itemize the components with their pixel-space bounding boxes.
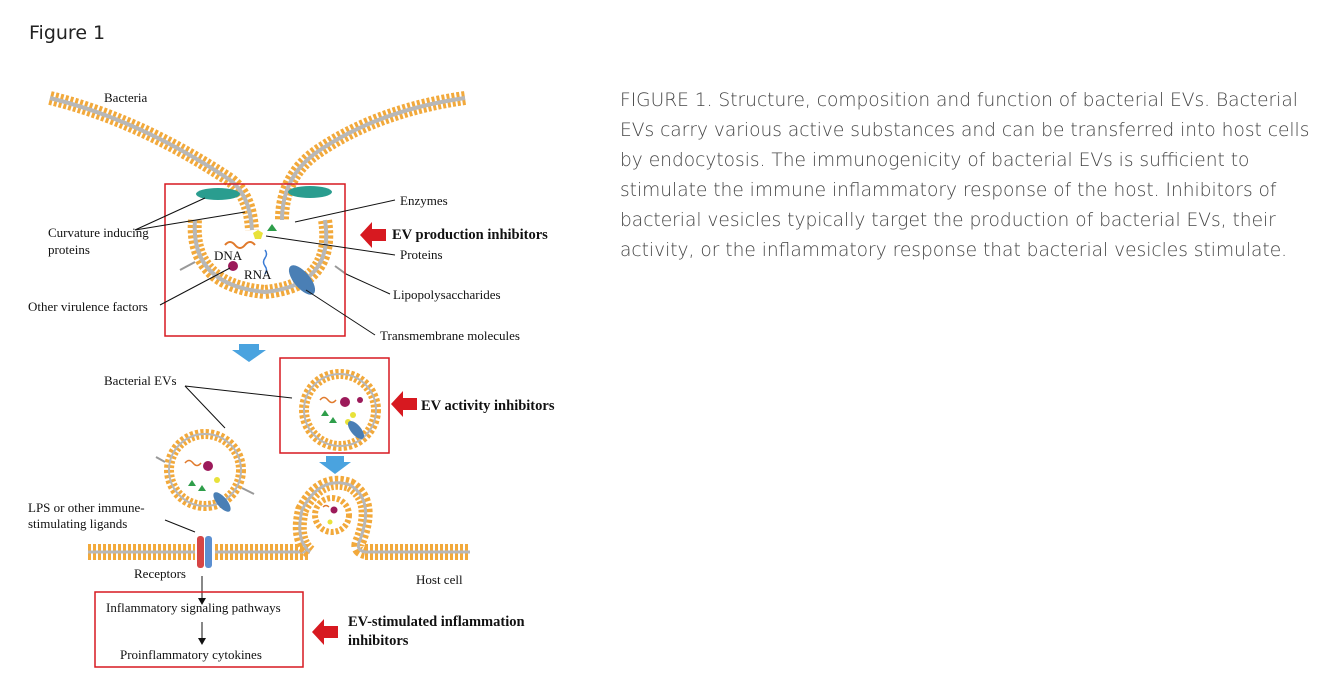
label-receptors: Receptors — [134, 566, 186, 581]
label-proinflammatory-cytokines: Proinflammatory cytokines — [120, 647, 262, 662]
label-lps-1: LPS or other immune- — [28, 500, 145, 515]
label-proteins: Proteins — [400, 247, 443, 262]
label-transmembrane: Transmembrane molecules — [380, 328, 520, 343]
label-curvature-1: Curvature inducing — [48, 225, 149, 240]
label-ev-activity-inhibitors: EV activity inhibitors — [421, 398, 555, 414]
flow-arrow-2 — [319, 456, 351, 474]
label-other-virulence: Other virulence factors — [28, 299, 148, 314]
label-ev-stim-2: inhibitors — [348, 633, 409, 649]
leader-lines-evs — [184, 385, 293, 429]
host-cell-membrane — [88, 475, 470, 560]
curvature-protein-left — [196, 188, 240, 200]
label-bacterial-evs: Bacterial EVs — [104, 373, 177, 388]
flow-arrow-1 — [232, 344, 266, 362]
receptor — [197, 536, 212, 568]
figure-caption: FIGURE 1. Structure, composition and fun… — [620, 90, 1310, 261]
inhibitor-arrow-production — [360, 222, 386, 248]
leader-lines-top — [134, 197, 396, 336]
figure-diagram: Bacteria Enzymes Curvature inducing prot… — [20, 70, 600, 680]
bacteria-membrane — [48, 91, 466, 231]
label-rna: RNA — [244, 267, 272, 282]
curvature-protein-right — [288, 186, 332, 198]
production-box — [164, 183, 346, 337]
page-heading: Figure 1 — [29, 22, 106, 44]
budding-vesicle — [179, 186, 347, 300]
enzyme-shape — [267, 224, 277, 231]
label-inflammatory-pathways: Inflammatory signaling pathways — [106, 600, 281, 615]
label-host-cell: Host cell — [416, 572, 463, 587]
label-ev-production-inhibitors: EV production inhibitors — [392, 227, 548, 243]
label-ev-stim-1: EV-stimulated inflammation — [348, 614, 525, 630]
leader-line-lps — [164, 519, 196, 533]
inhibitor-arrow-inflammation — [312, 619, 338, 645]
label-lipopolysaccharides: Lipopolysaccharides — [393, 287, 501, 302]
dna-strand — [224, 241, 256, 249]
virulence-factor — [228, 261, 238, 271]
rna-strand — [262, 249, 268, 275]
label-enzymes: Enzymes — [400, 193, 448, 208]
inflammation-box — [94, 591, 304, 668]
inhibitor-arrow-activity — [391, 391, 417, 417]
bacterial-ev-free — [155, 429, 255, 512]
label-dna: DNA — [214, 248, 243, 263]
label-lps-2: stimulating ligands — [28, 516, 127, 531]
protein-shape — [253, 230, 263, 239]
label-curvature-2: proteins — [48, 242, 90, 257]
transmembrane-molecule — [288, 265, 316, 295]
activity-box — [279, 357, 390, 454]
label-bacteria: Bacteria — [104, 90, 148, 105]
bacterial-ev-boxed — [299, 369, 381, 451]
ev-diagram-svg: Bacteria Enzymes Curvature inducing prot… — [28, 90, 555, 668]
